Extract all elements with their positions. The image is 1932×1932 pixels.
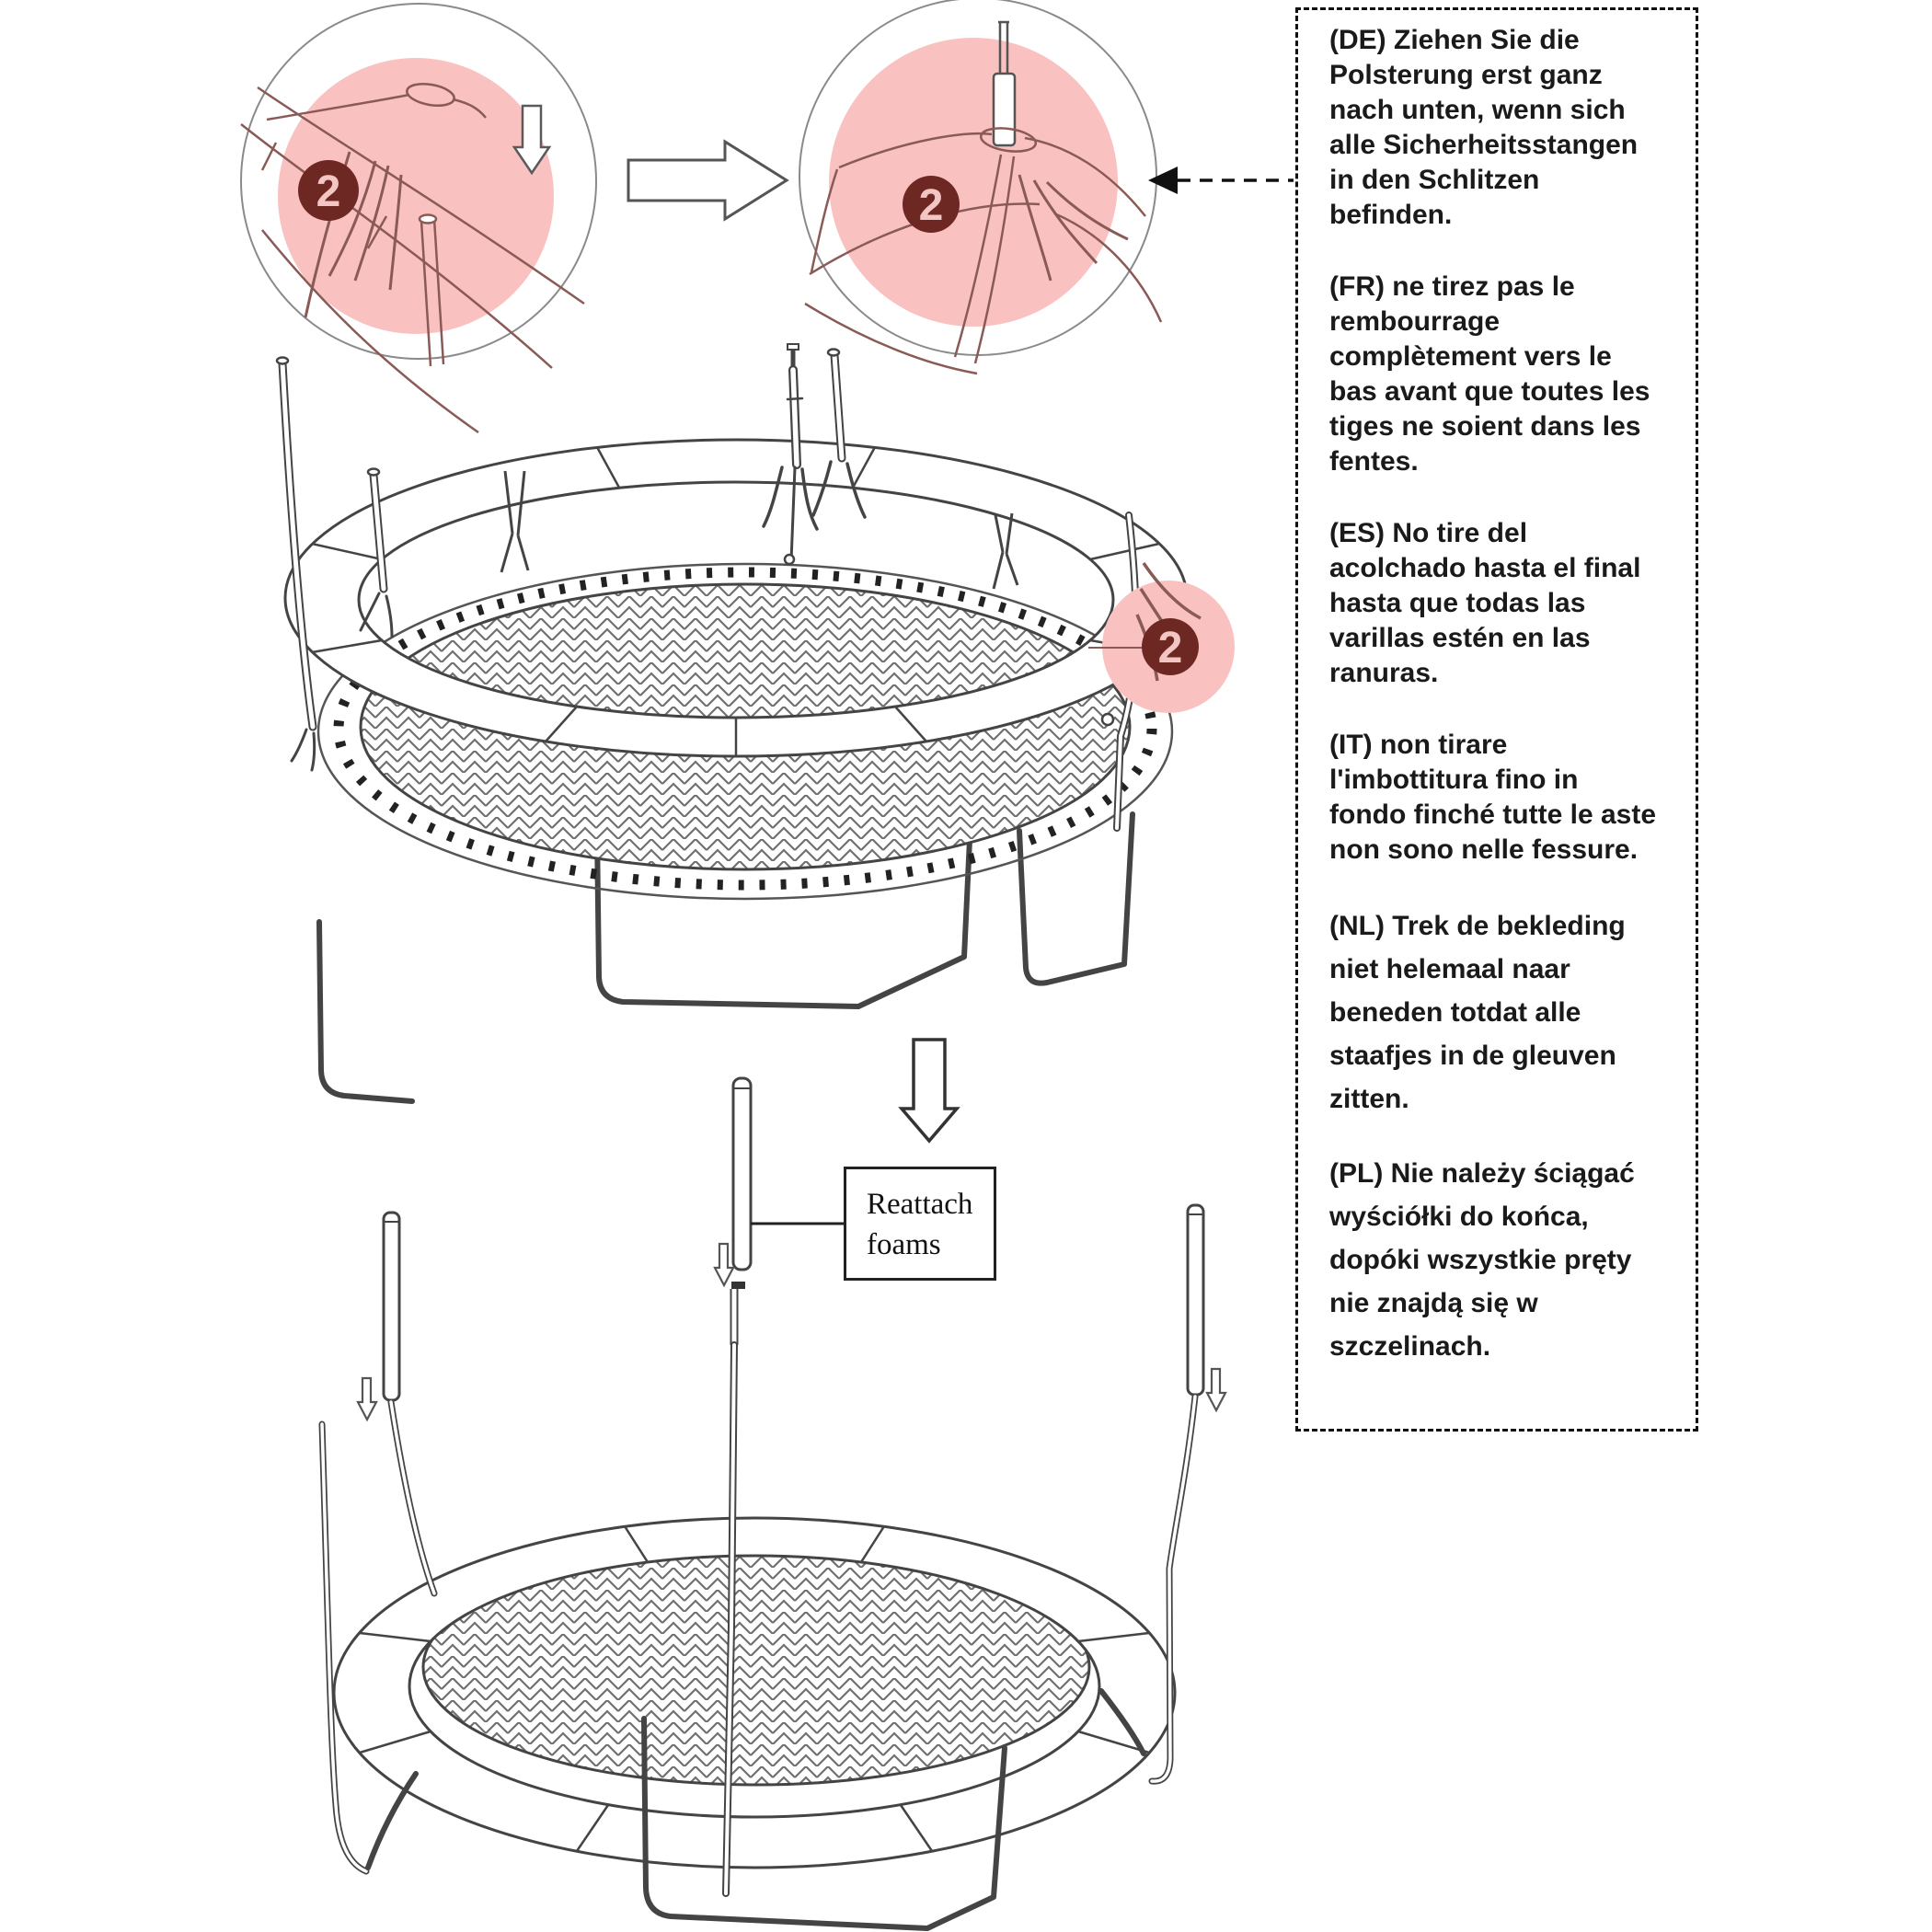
legs (316, 798, 1135, 1104)
pad-edge-sketch (804, 132, 1163, 375)
arrow-down-icon (898, 1038, 960, 1144)
foam-sleeve-left (382, 1211, 401, 1402)
foam-sleeve-center (731, 1076, 753, 1271)
reattach-foams-callout: Reattach foams (844, 1167, 996, 1281)
instructions-panel: (DE) Ziehen Sie die Polsterung erst ganz… (1295, 7, 1698, 1432)
callout-line-1: Reattach (867, 1188, 973, 1221)
trampoline-exploded: 2 (275, 343, 1235, 1104)
highlight-circle (829, 38, 1118, 327)
detail-circle-left: 2 (240, 3, 597, 434)
step-number: 2 (316, 167, 341, 216)
center-pole (722, 1341, 738, 1897)
instruction-fr: (FR) ne tirez pas le rembourrage complèt… (1329, 271, 1650, 477)
instruction-it: (IT) non tirare l'imbottitura fino in fo… (1329, 730, 1657, 865)
legs (365, 1688, 1146, 1931)
step-number: 2 (1158, 624, 1183, 673)
callout-line-2: foams (867, 1228, 941, 1261)
instruction-es: (ES) No tire del acolchado hasta el fina… (1329, 518, 1641, 688)
detail-circle-right: 2 (799, 0, 1163, 375)
arrow-right-icon (627, 139, 789, 222)
small-down-arrow-icon (356, 1376, 378, 1422)
small-down-arrow-icon (1205, 1367, 1227, 1413)
foam-sleeve-right (1186, 1203, 1205, 1397)
trampoline-assembled (318, 1341, 1199, 1931)
instruction-pl: (PL) Nie należy ściągać wyściółki do koń… (1329, 1158, 1635, 1362)
highlight-circle (278, 58, 554, 334)
pad-edge-sketch (240, 83, 585, 434)
pad-straps (1018, 174, 1129, 282)
frame-ring (316, 562, 1174, 901)
enclosure-poles (275, 343, 1140, 832)
foam-sleeves (356, 1076, 1227, 1422)
pole-cap (731, 1282, 745, 1289)
instruction-nl: (NL) Trek de bekleding niet helemaal naa… (1329, 911, 1626, 1114)
springs (333, 567, 1157, 891)
step-number: 2 (919, 181, 944, 230)
dashed-pointer-arrow-icon (1148, 167, 1294, 194)
pole-tip (418, 213, 445, 367)
pad-seams (359, 1525, 1150, 1852)
instruction-de: (DE) Ziehen Sie die Polsterung erst ganz… (1329, 25, 1639, 230)
step-badge: 2 (298, 160, 359, 221)
step-badge: 2 (903, 176, 960, 233)
pad-ring (332, 1516, 1177, 1869)
enclosure-poles (318, 1393, 1199, 1875)
pole-through-pad (979, 20, 1038, 153)
pad-ties (500, 470, 1019, 590)
small-down-arrow-icon (713, 1242, 735, 1288)
arrow-down-small-icon (512, 104, 552, 176)
step-badge: 2 (1142, 618, 1199, 675)
